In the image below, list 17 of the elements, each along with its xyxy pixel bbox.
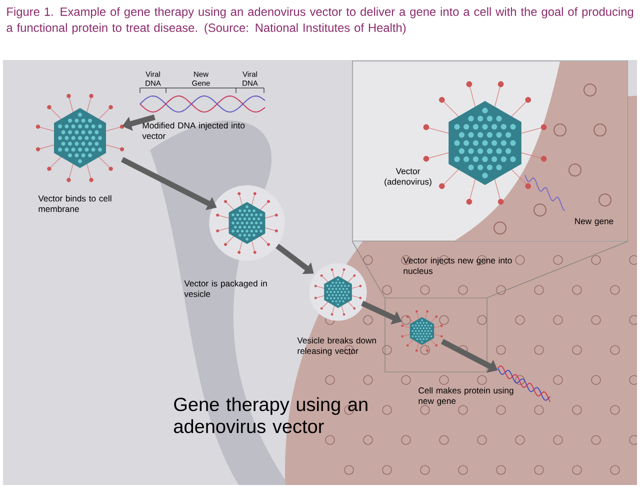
step-label: Vector is packaged in vesicle [184,280,267,297]
figure-caption: Figure 1. Example of gene therapy using an adenovirus vector to deliver a gene into a cell with the goal of producing a functional protein to treat disease. (Source: National Institutes of Health) [6,7,634,34]
vesicle-drawing [209,185,285,261]
diagram-title: Gene therapy using an adenovirus vector [174,397,368,434]
step-label: Vesicle breaks down releasing vector [297,337,376,356]
virus-drawing [401,310,443,352]
dna-drawing [140,96,266,112]
zoom-box [384,298,488,372]
inset-panel [352,60,628,242]
vesicle-drawing [309,263,367,321]
step-label: Modified DNA injected into vector [142,122,245,139]
part-label: New gene [575,218,614,226]
step-label: Vector binds to cell membrane [38,195,112,212]
step-label: Vector injects new gene into nucleus [403,257,512,274]
step-label: Cell makes protein using new gene [418,387,514,406]
part-label: Vector (adenovirus) [384,168,432,186]
virus-drawing [36,94,124,182]
